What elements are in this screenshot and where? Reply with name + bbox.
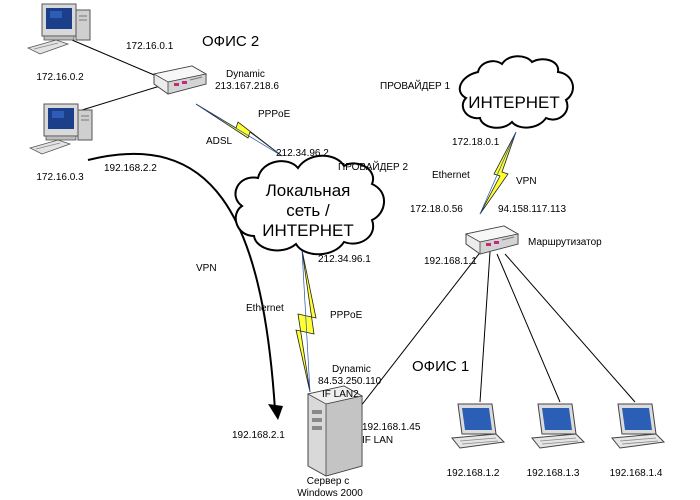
office2-vpn-ip: 192.168.2.2	[104, 163, 157, 174]
pc-office2-2-icon[interactable]	[29, 103, 93, 155]
router1-lan-ip: 192.168.1.1	[424, 256, 477, 267]
laptop-2-ip: 192.168.1.3	[526, 468, 580, 479]
wireless-links	[195, 103, 517, 393]
router-office1-icon[interactable]	[465, 225, 519, 255]
server-wan-mode: Dynamic	[332, 364, 371, 375]
laptop-1-icon[interactable]	[451, 403, 505, 449]
router2-wan-ip: 213.167.218.6	[215, 81, 279, 92]
pc2-ip: 172.16.0.3	[36, 172, 84, 183]
vpn-arrowhead-icon	[268, 404, 283, 420]
server-link-ethernet: Ethernet	[246, 303, 284, 314]
link-pc1-router2	[71, 39, 167, 81]
router2-lan-ip: 172.16.0.1	[126, 41, 174, 52]
cloud-local-line1: Локальная	[265, 181, 351, 200]
provider1-label: ПРОВАЙДЕР 1	[380, 81, 451, 92]
server-wan-if: IF LAN2	[322, 389, 359, 400]
server-lan-if: IF LAN	[362, 435, 394, 446]
link-router1-laptop2	[496, 253, 561, 403]
cloud-internet-icon	[458, 55, 574, 129]
provider2-label: ПРОВАЙДЕР 2	[338, 162, 409, 173]
link-router1-laptop3	[504, 253, 636, 403]
pc1-ip: 172.16.0.2	[36, 72, 84, 83]
cloud-local-network-icon	[234, 154, 385, 256]
office1-link-ethernet: Ethernet	[432, 170, 470, 181]
router1-wan-ip: 172.18.0.56	[410, 204, 463, 215]
server-name-line1: Сервер с	[306, 476, 350, 487]
office2-title: ОФИС 2	[202, 33, 260, 50]
office1-title: ОФИС 1	[412, 358, 470, 375]
laptop-3-icon[interactable]	[611, 403, 665, 449]
link-pc2-router2	[81, 85, 161, 111]
cloud-local-line2: сеть /	[286, 201, 330, 220]
server-wan-ip: 84.53.250.110	[318, 376, 382, 387]
cloud-internet-label: ИНТЕРНЕТ	[468, 93, 560, 112]
office1-link-vpn: VPN	[516, 176, 537, 187]
server-vpn-ip: 192.168.2.1	[232, 430, 285, 441]
router1-name: Маршрутизатор	[528, 237, 602, 248]
office2-link-adsl: ADSL	[206, 136, 233, 147]
office2-link-pppoe: PPPoE	[258, 109, 291, 120]
server-name-line2: Windows 2000	[297, 488, 363, 499]
router-office2-icon[interactable]	[153, 65, 207, 95]
isp1-gateway-ip: 172.18.0.1	[452, 137, 500, 148]
cloud-local-line3: ИНТЕРНЕТ	[262, 221, 354, 240]
laptop-2-icon[interactable]	[531, 403, 585, 449]
server-lan-ip: 192.168.1.45	[362, 422, 421, 433]
isp2-gateway-ip: 212.34.96.2	[276, 148, 329, 159]
link-router1-laptop1	[479, 251, 491, 403]
link-server-router1	[349, 249, 483, 421]
vpn-tunnel-arrow	[87, 152, 276, 411]
pc-office2-1-icon[interactable]	[27, 3, 91, 55]
router1-vpn-ip: 94.158.117.113	[498, 204, 567, 215]
vpn-tunnel-label: VPN	[196, 263, 217, 274]
laptop-3-ip: 192.168.1.4	[609, 468, 663, 479]
laptop-1-ip: 192.168.1.2	[446, 468, 500, 479]
router2-wan-mode: Dynamic	[226, 69, 265, 80]
server-link-pppoe: PPPoE	[330, 310, 363, 321]
server-isp-ip: 212.34.96.1	[318, 254, 371, 265]
links	[71, 39, 636, 421]
